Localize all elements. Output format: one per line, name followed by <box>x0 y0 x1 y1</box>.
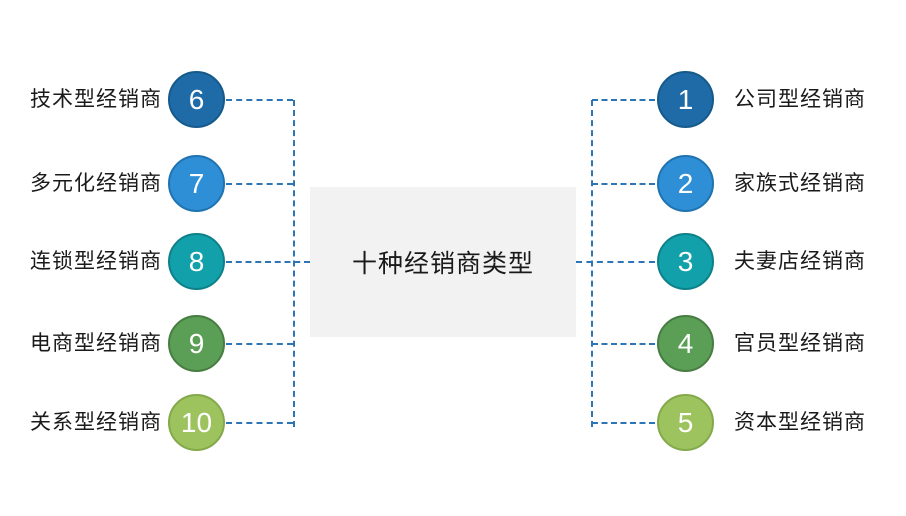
right-item-label: 夫妻店经销商 <box>734 250 866 273</box>
left-connector-stub <box>226 183 293 185</box>
right-connector-stub <box>592 422 655 424</box>
right-connector-spine <box>591 100 593 427</box>
left-connector-stub <box>226 343 293 345</box>
right-item-label: 家族式经销商 <box>734 172 866 195</box>
left-connector-stub <box>226 99 293 101</box>
numbered-circle-badge: 7 <box>168 155 225 212</box>
center-title-box: 十种经销商类型 <box>310 187 576 337</box>
left-item-label: 关系型经销商 <box>30 411 162 434</box>
numbered-circle-badge: 1 <box>657 71 714 128</box>
numbered-circle-badge: 9 <box>168 315 225 372</box>
numbered-circle-badge: 10 <box>168 394 225 451</box>
right-item-label: 资本型经销商 <box>734 411 866 434</box>
left-connector-spine <box>293 100 295 427</box>
numbered-circle-badge: 3 <box>657 233 714 290</box>
right-item-label: 官员型经销商 <box>734 332 866 355</box>
numbered-circle-badge: 4 <box>657 315 714 372</box>
numbered-circle-badge: 8 <box>168 233 225 290</box>
left-item-label: 多元化经销商 <box>30 172 162 195</box>
left-item-label: 电商型经销商 <box>30 332 162 355</box>
right-connector-stub <box>592 343 655 345</box>
left-item-label: 技术型经销商 <box>30 88 162 111</box>
right-connector-stub <box>576 261 655 263</box>
left-connector-stub <box>226 422 293 424</box>
diagram-title: 十种经销商类型 <box>351 250 534 278</box>
right-connector-stub <box>592 183 655 185</box>
left-item-label: 连锁型经销商 <box>30 250 162 273</box>
right-connector-stub <box>592 99 655 101</box>
left-connector-stub <box>226 261 310 263</box>
numbered-circle-badge: 6 <box>168 71 225 128</box>
numbered-circle-badge: 5 <box>657 394 714 451</box>
numbered-circle-badge: 2 <box>657 155 714 212</box>
right-item-label: 公司型经销商 <box>734 88 866 111</box>
